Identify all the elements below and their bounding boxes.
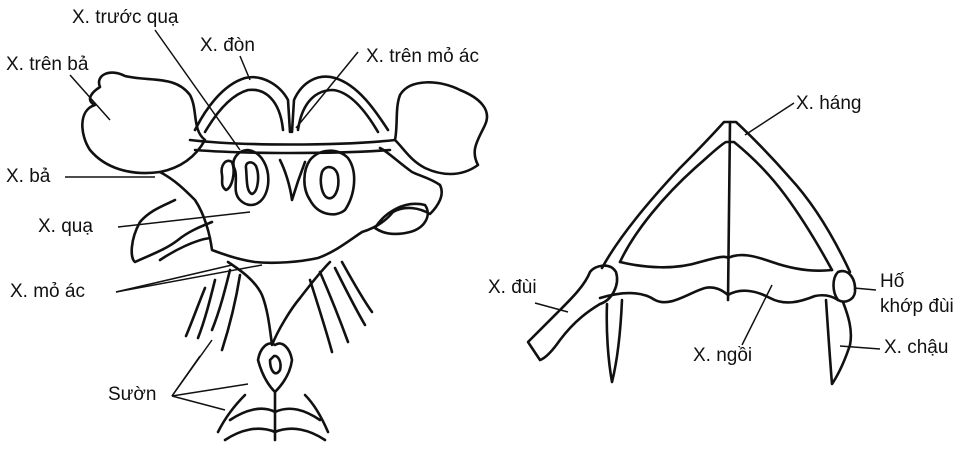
- label-femur: X. đùi: [488, 278, 537, 298]
- pelvic-girdle: [528, 122, 855, 384]
- procoracoid-left: [222, 161, 234, 190]
- label-ilium: X. chậu: [884, 338, 948, 358]
- lower-chain: [258, 343, 292, 392]
- coracoid-loop-right-inner: [321, 167, 339, 198]
- label-acetabulum-2: khớp đùi: [880, 297, 954, 317]
- suprascapula-left: [82, 73, 205, 173]
- coracoid-loop-left-outer: [233, 150, 268, 205]
- pubic-midline: [728, 122, 730, 300]
- girdle-crossbar-2: [195, 150, 390, 153]
- label-coracoid: X. quạ: [38, 217, 93, 237]
- label-procoracoid: X. trước quạ: [72, 8, 179, 28]
- girdle-body: [160, 148, 442, 263]
- center-notch: [280, 160, 305, 200]
- label-clavicle: X. đòn: [200, 36, 255, 56]
- pelvis-outer: [602, 122, 850, 272]
- pelvis-inner: [620, 142, 832, 270]
- ilium-right-body: [728, 255, 832, 271]
- label-ischium: X. ngồi: [693, 346, 752, 366]
- label-ribs: Sườn: [108, 385, 156, 405]
- coracoid-loop-right-outer: [304, 151, 354, 215]
- rib-right-1: [320, 272, 348, 342]
- rib-right-4: [342, 262, 372, 312]
- label-suprascapula: X. trên bả: [6, 55, 88, 75]
- coracoid-loop-left-inner: [246, 162, 258, 194]
- girdle-crossbar: [190, 140, 395, 145]
- label-acetabulum-1: Hố: [880, 272, 904, 292]
- ilium-blade-right: [826, 300, 851, 384]
- ischium-blade-left: [607, 300, 622, 382]
- femur-left: [528, 266, 617, 360]
- suprascapula-right: [395, 82, 487, 174]
- lower-chain-inner: [270, 356, 281, 373]
- label-pubis: X. háng: [796, 94, 862, 114]
- ischium-bottom: [600, 287, 838, 302]
- label-sternum: X. mỏ ác: [10, 282, 85, 302]
- label-scapula: X. bả: [6, 167, 50, 187]
- left-process-2: [160, 238, 210, 260]
- acetabulum-right: [834, 271, 856, 301]
- sternum: [228, 262, 330, 345]
- leader-lines: [65, 30, 880, 410]
- label-episternum: X. trên mỏ ác: [366, 47, 479, 67]
- ilium-left-body: [620, 257, 728, 267]
